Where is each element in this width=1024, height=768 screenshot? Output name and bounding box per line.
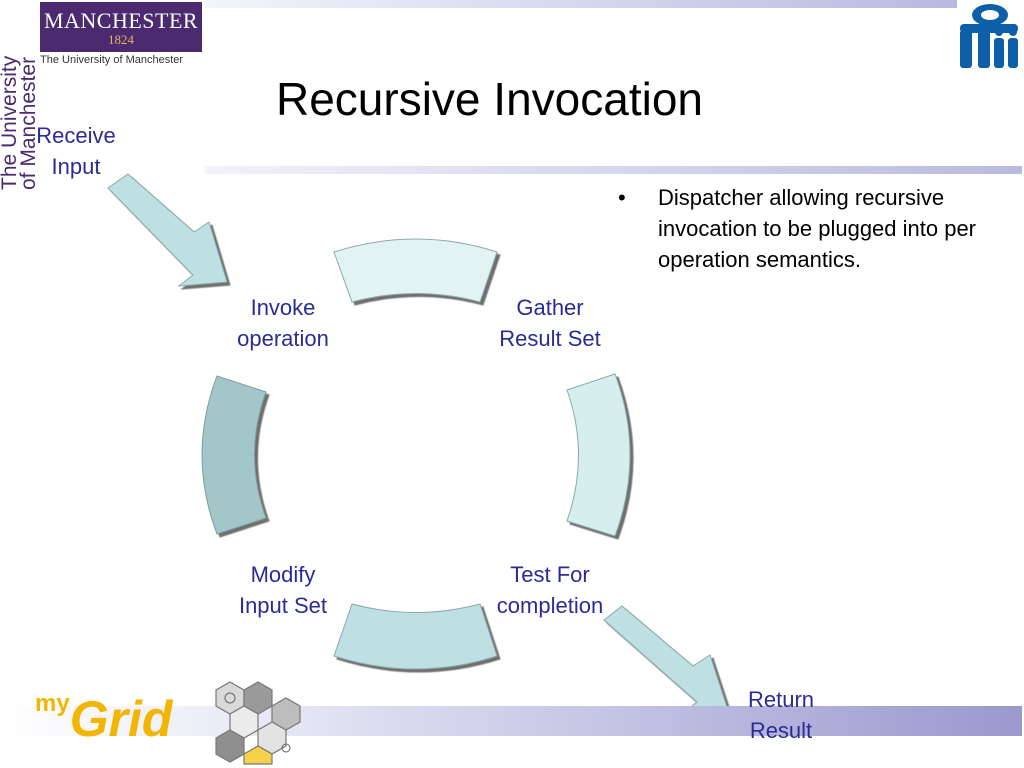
mii-logo-icon (960, 4, 1018, 68)
step-label-line-1: Test For (510, 562, 590, 587)
bullet-item: Dispatcher allowing recursive invocation… (618, 182, 1018, 275)
step-label-line-1: Gather (516, 295, 584, 320)
step-label-test: Test For completion (480, 559, 620, 621)
exit-label: Return Result (716, 684, 846, 746)
entry-arrow (107, 173, 228, 287)
entry-label-line-1: Receive (36, 123, 116, 148)
university-logo-subtitle: The University of Manchester (40, 54, 184, 66)
step-label-invoke: Invoke operation (218, 292, 348, 354)
footer-bar (0, 706, 1022, 736)
mygrid-logo-my: my (35, 690, 70, 717)
step-label-line-1: Invoke (250, 295, 316, 320)
slide-title: Recursive Invocation (276, 73, 703, 125)
university-logo-year: 1824 (108, 32, 134, 47)
step-label-line-2: completion (496, 593, 604, 618)
step-label-modify: Modify Input Set (218, 559, 348, 621)
step-label-gather: Gather Result Set (480, 292, 620, 354)
step-label-line-1: Modify (250, 562, 316, 587)
step-label-line-2: Result Set (499, 326, 601, 351)
entry-label: Receive Input (12, 120, 140, 182)
step-label-line-2: operation (237, 326, 329, 351)
step-label-line-2: Input Set (238, 593, 328, 618)
segment-top (333, 238, 498, 303)
bullet-list: Dispatcher allowing recursive invocation… (618, 182, 1018, 275)
title-separator-bar (205, 166, 1022, 174)
hexagon-cubes-icon (215, 681, 301, 765)
mygrid-logo: myGrid (35, 690, 172, 748)
mygrid-logo-grid: Grid (69, 691, 173, 747)
exit-arrow (603, 605, 729, 715)
top-accent-bar (205, 0, 957, 8)
segment-bottom (333, 603, 498, 670)
university-logo: MANCHESTER 1824 (40, 2, 202, 52)
entry-label-line-2: Input (51, 154, 101, 179)
exit-label-line-2: Result (749, 718, 813, 743)
exit-label-line-1: Return (747, 687, 815, 712)
segment-left (201, 375, 267, 535)
university-logo-name: MANCHESTER (43, 8, 199, 33)
segment-right (566, 373, 631, 537)
